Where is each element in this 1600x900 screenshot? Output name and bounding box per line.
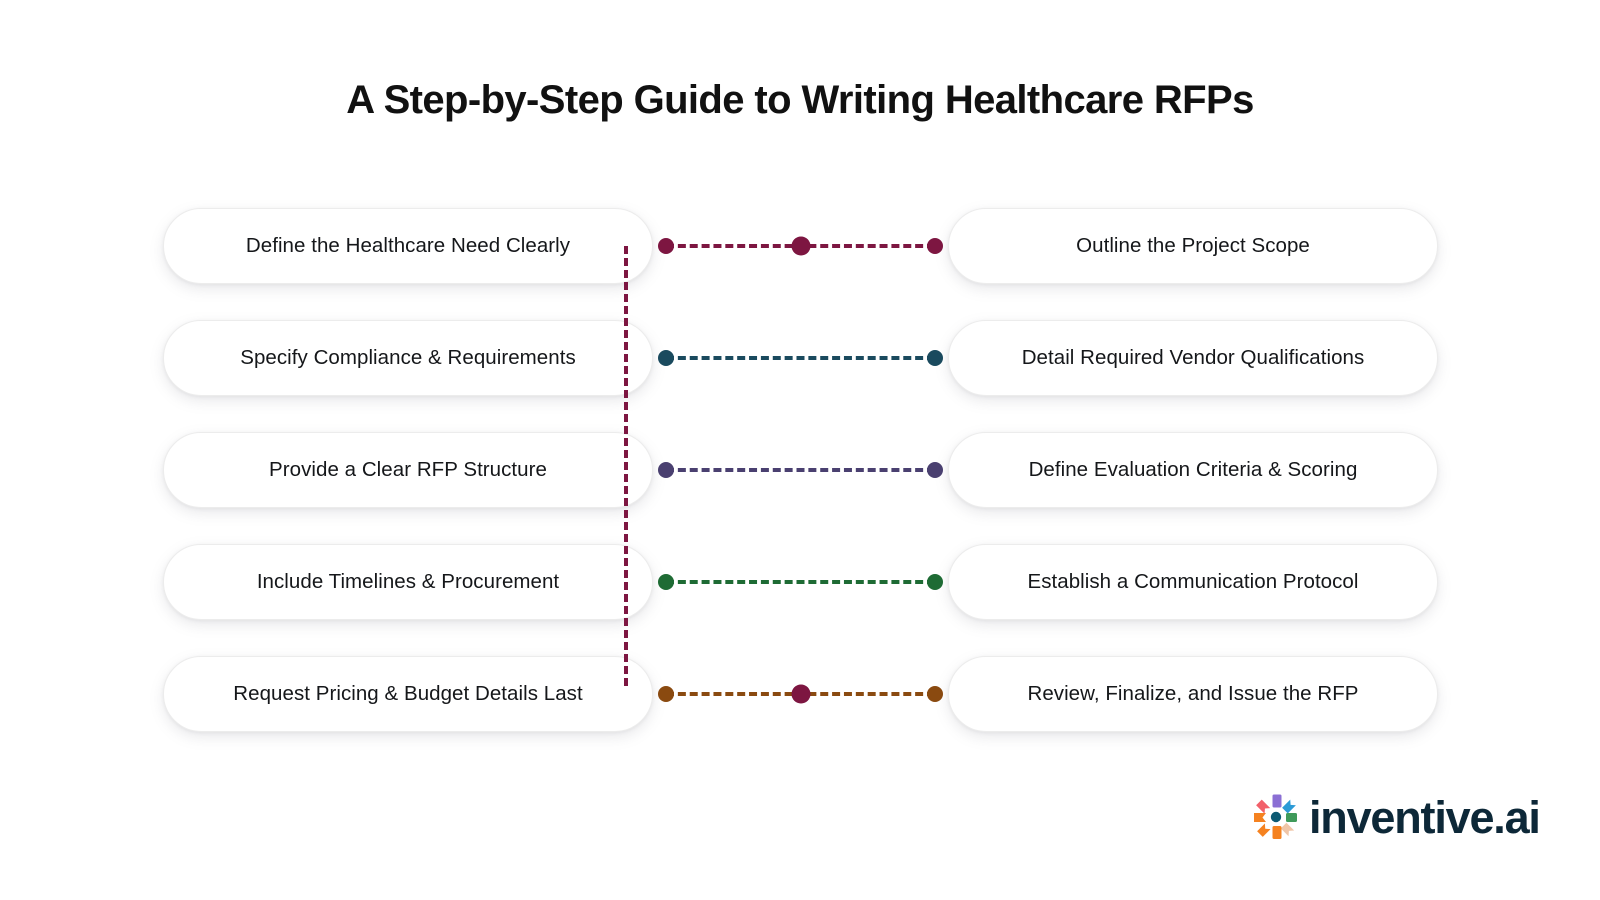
row-connector (653, 208, 948, 284)
step-card-left-label: Provide a Clear RFP Structure (269, 458, 547, 481)
step-card-right[interactable]: Establish a Communication Protocol (948, 544, 1438, 620)
connector-node-right (927, 574, 943, 590)
row-connector (653, 656, 948, 732)
connector-node-left (658, 574, 674, 590)
step-card-left-label: Request Pricing & Budget Details Last (233, 682, 583, 705)
connector-dashed-line (666, 356, 935, 360)
connector-dashed-line (666, 580, 935, 584)
step-card-left[interactable]: Request Pricing & Budget Details Last (163, 656, 653, 732)
step-card-right[interactable]: Detail Required Vendor Qualifications (948, 320, 1438, 396)
connector-node-left (658, 462, 674, 478)
connector-node-left (658, 350, 674, 366)
logo-wordmark: inventive.ai (1309, 791, 1541, 843)
step-row: Include Timelines & Procurement Establis… (163, 544, 1438, 620)
step-card-right-label: Establish a Communication Protocol (1027, 570, 1359, 593)
step-card-right-label: Define Evaluation Criteria & Scoring (1028, 458, 1358, 481)
step-card-left[interactable]: Specify Compliance & Requirements (163, 320, 653, 396)
connector-node-right (927, 462, 943, 478)
connector-node-right (927, 686, 943, 702)
step-card-right-label: Detail Required Vendor Qualifications (1021, 346, 1365, 369)
step-card-left[interactable]: Provide a Clear RFP Structure (163, 432, 653, 508)
row-connector (653, 544, 948, 620)
connector-node-right (927, 238, 943, 254)
step-row: Request Pricing & Budget Details Last Re… (163, 656, 1438, 732)
step-card-left[interactable]: Define the Healthcare Need Clearly (163, 208, 653, 284)
brand-logo[interactable]: inventive.ai (1252, 791, 1541, 843)
steps-diagram: Define the Healthcare Need Clearly Outli… (163, 208, 1438, 732)
connector-node-right (927, 350, 943, 366)
step-card-right-label: Review, Finalize, and Issue the RFP (1027, 682, 1359, 705)
connector-node-left (658, 238, 674, 254)
step-card-right[interactable]: Define Evaluation Criteria & Scoring (948, 432, 1438, 508)
row-connector (653, 432, 948, 508)
step-card-left-label: Include Timelines & Procurement (256, 570, 560, 593)
step-card-right[interactable]: Outline the Project Scope (948, 208, 1438, 284)
step-card-left[interactable]: Include Timelines & Procurement (163, 544, 653, 620)
step-row: Provide a Clear RFP Structure Define Eva… (163, 432, 1438, 508)
connector-node-left (658, 686, 674, 702)
step-card-left-label: Define the Healthcare Need Clearly (245, 234, 571, 257)
connector-node-center (791, 236, 810, 256)
inventive-pinwheel-mark-icon (1252, 793, 1300, 841)
step-row: Define the Healthcare Need Clearly Outli… (163, 208, 1438, 284)
step-card-right-label: Outline the Project Scope (1076, 234, 1310, 257)
connector-dashed-line (666, 468, 935, 472)
vertical-spine-line (623, 246, 628, 686)
step-row: Specify Compliance & Requirements Detail… (163, 320, 1438, 396)
connector-node-center (791, 684, 810, 704)
row-connector (653, 320, 948, 396)
page-title: A Step-by-Step Guide to Writing Healthca… (346, 78, 1254, 122)
step-card-right[interactable]: Review, Finalize, and Issue the RFP (948, 656, 1438, 732)
step-card-left-label: Specify Compliance & Requirements (240, 346, 576, 369)
